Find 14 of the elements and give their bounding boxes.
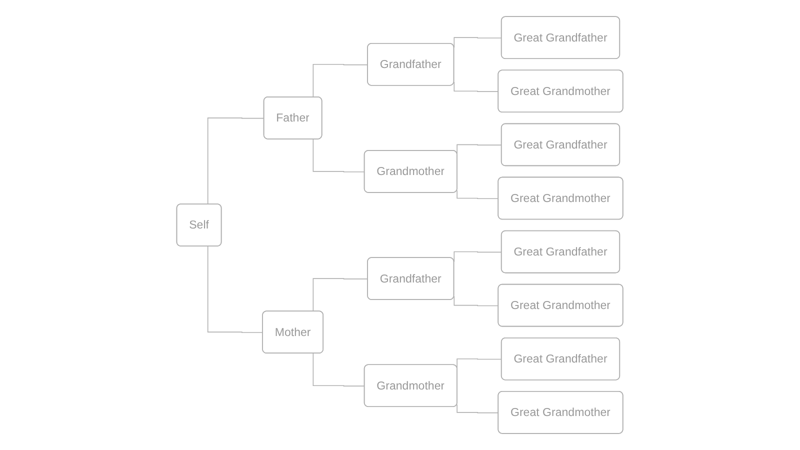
connector xyxy=(454,82,500,92)
connector xyxy=(454,251,502,262)
connector xyxy=(456,358,502,368)
connector xyxy=(208,118,265,205)
connector xyxy=(312,353,366,386)
connector xyxy=(454,296,500,306)
connector xyxy=(312,138,366,172)
connector xyxy=(312,278,369,312)
connector xyxy=(456,190,500,200)
connector xyxy=(456,144,502,154)
connector xyxy=(454,37,502,48)
connector xyxy=(456,404,500,414)
connector xyxy=(312,64,369,98)
connector xyxy=(208,246,264,333)
